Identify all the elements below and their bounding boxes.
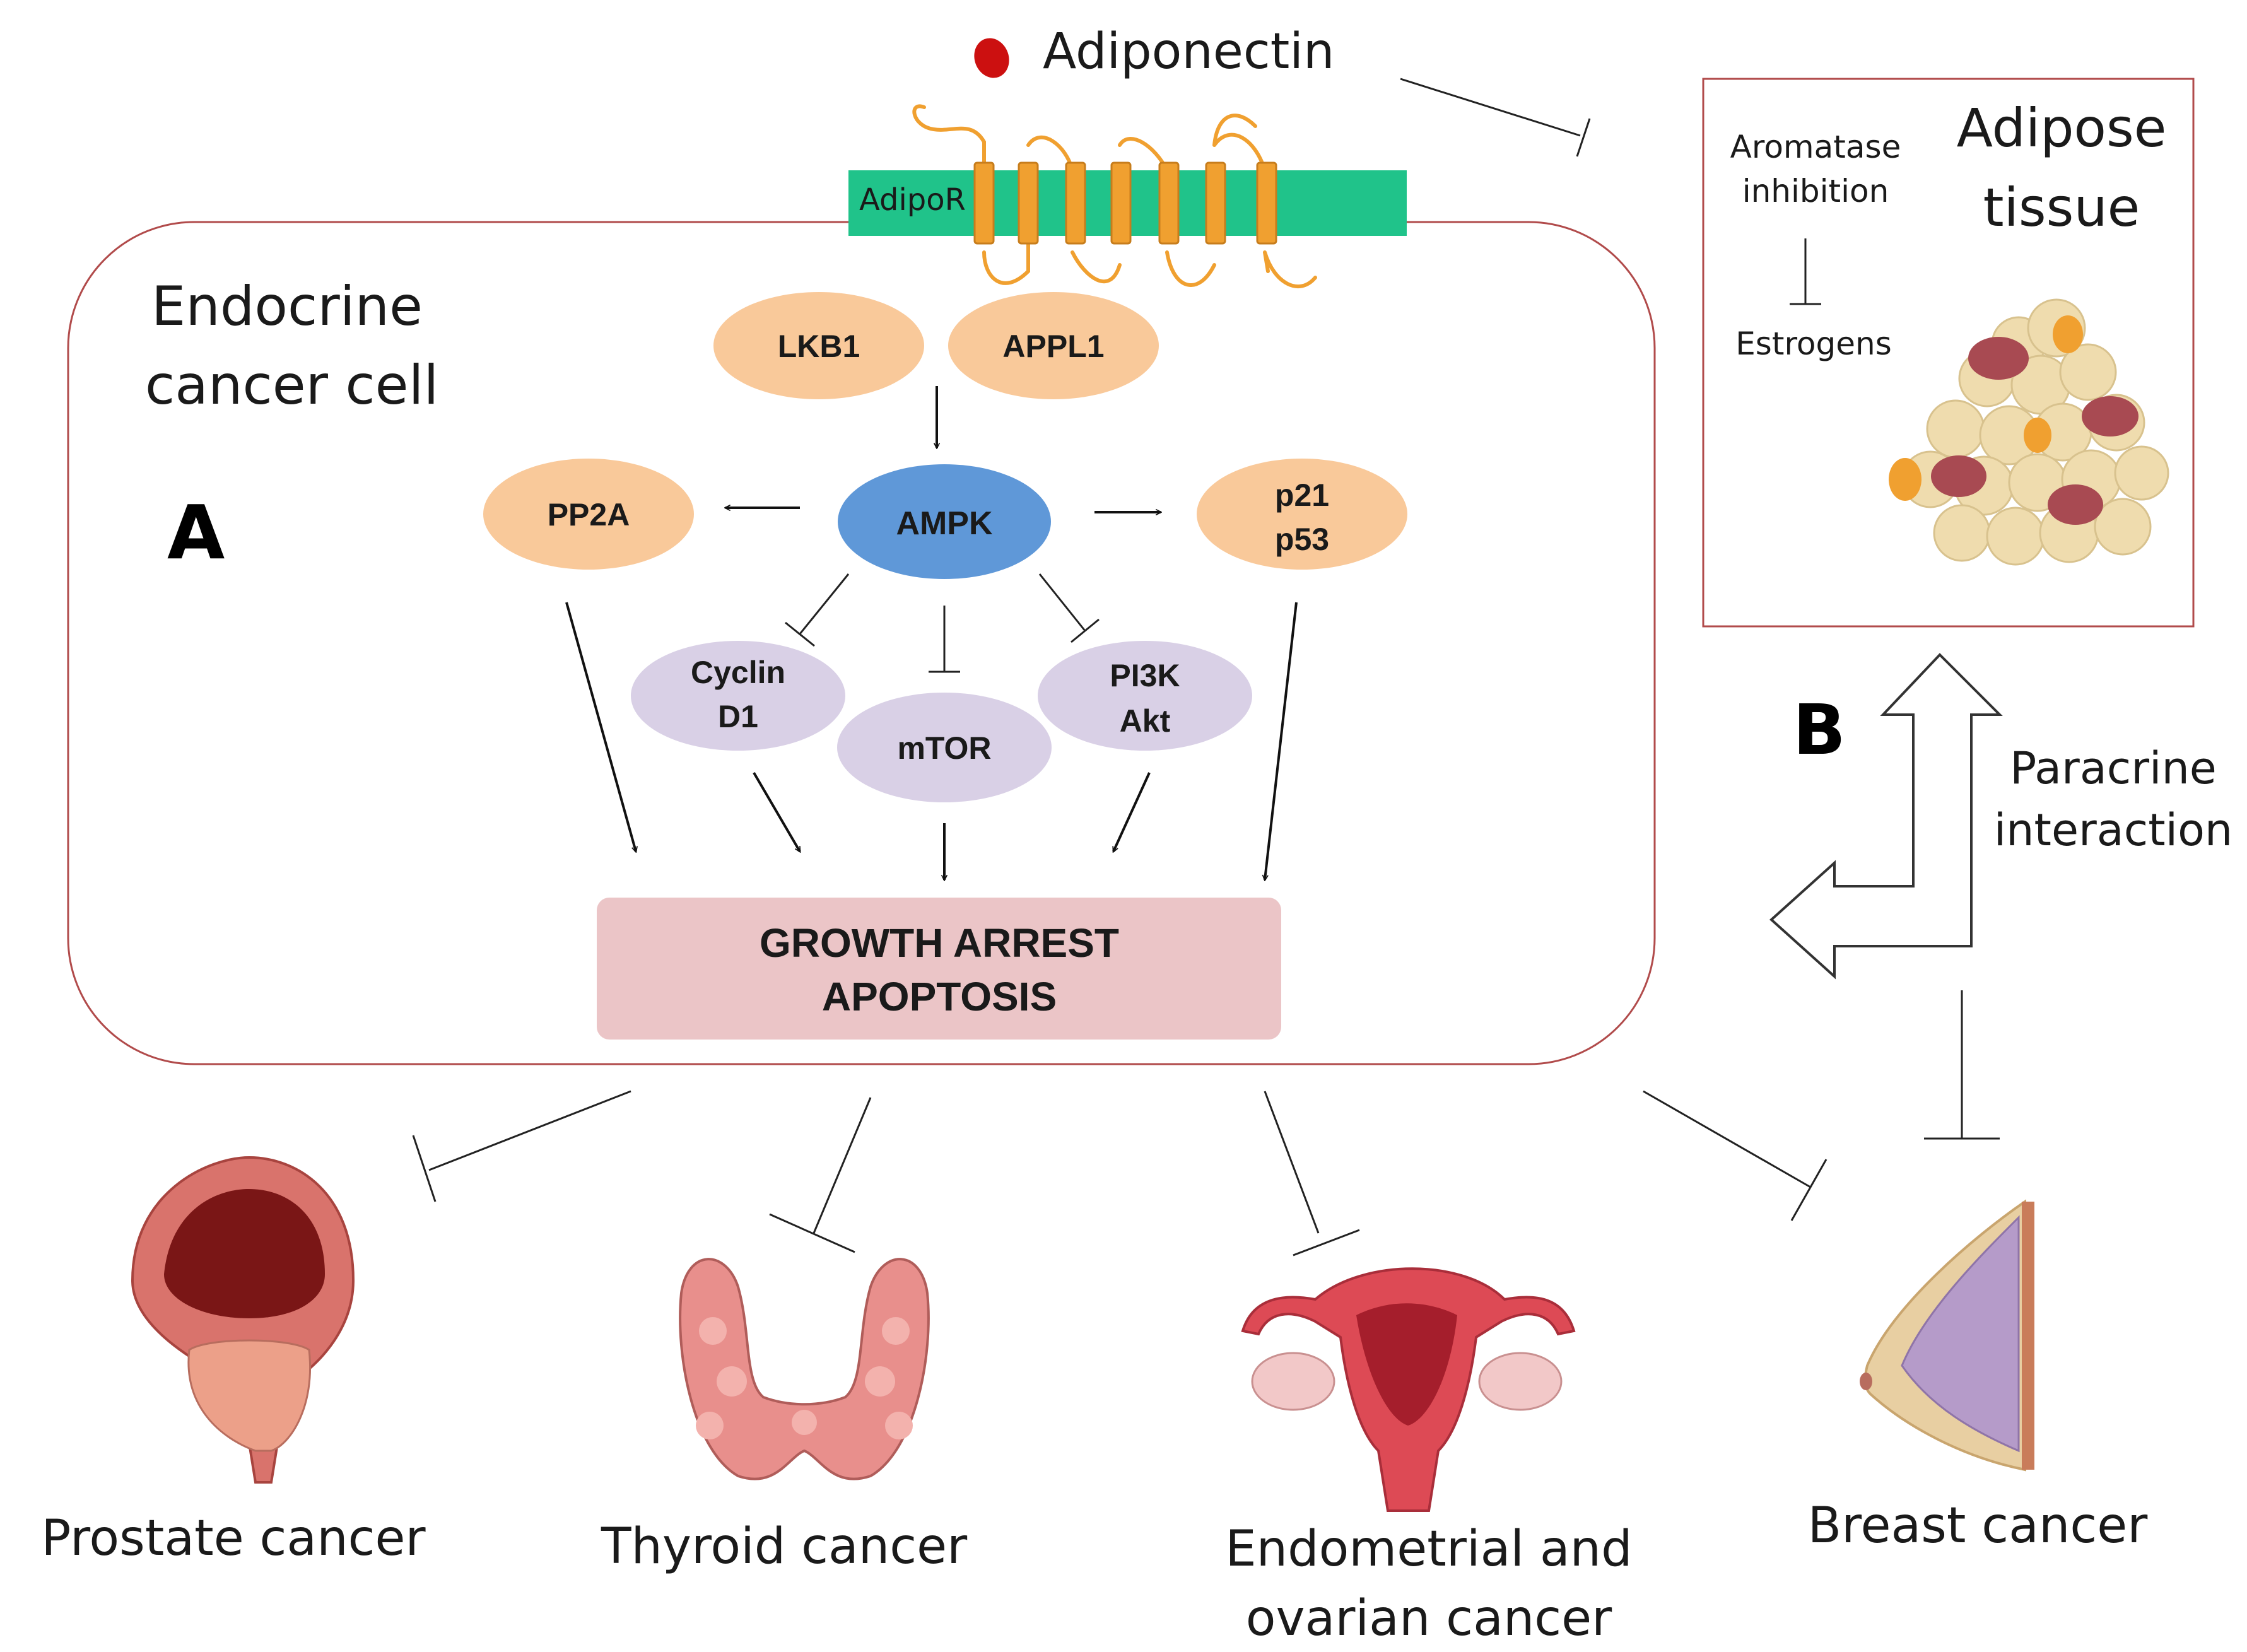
panel-label-b: B: [1793, 689, 1846, 770]
p21-label: p21: [1275, 477, 1329, 513]
thyroid-illustration: [679, 1258, 930, 1480]
adipor-receptor: AdipoR: [848, 104, 1407, 289]
cell-inhibits-prostate-bar: [412, 1135, 437, 1202]
adipose-tissue-illustration: [1889, 298, 2169, 566]
cell-inhibits-breast-bar: [1790, 1159, 1828, 1221]
cell-inhibits-thyroid-bar: [769, 1213, 855, 1253]
endometrial-cancer-label-line1: Endometrial and: [1225, 1521, 1632, 1578]
cell-inhibits-breast-line: [1643, 1090, 1811, 1188]
prostate-cancer-label: Prostate cancer: [41, 1510, 426, 1567]
cyclin-label-line1: Cyclin: [691, 655, 785, 690]
estrogens-label: Estrogens: [1735, 325, 1892, 362]
receptor-helix-5: [1158, 161, 1180, 245]
p21-to-outcome-arrow: [1265, 602, 1298, 880]
mtor-node: [837, 693, 1052, 802]
lkb1-node: [713, 292, 924, 399]
p53-label: p53: [1275, 522, 1329, 557]
cell-inhibits-thyroid-line: [813, 1097, 872, 1234]
cell-inhibits-endometrial-line: [1264, 1091, 1320, 1234]
growth-arrest-box: [597, 898, 1281, 1040]
endometrial-cancer-label-line2: ovarian cancer: [1246, 1590, 1612, 1647]
cell-title-line2: cancer cell: [145, 354, 438, 417]
uterus-ovaries-illustration: [1241, 1267, 1576, 1512]
breast-cancer-label: Breast cancer: [1808, 1497, 2149, 1554]
outcome-line2: APOPTOSIS: [822, 974, 1057, 1019]
paracrine-double-arrow: [1769, 653, 2003, 980]
adiponectin-molecule-icon: [974, 38, 1009, 78]
receptor-helix-1: [973, 161, 995, 245]
appl1-label: APPL1: [1002, 329, 1104, 364]
adipose-title-line2: tissue: [1983, 177, 2140, 238]
mtor-label: mTOR: [897, 730, 991, 766]
receptor-helix-2: [1018, 161, 1039, 245]
ampk-node: [838, 464, 1051, 579]
appl1-node: [948, 292, 1159, 399]
cyclin-d1-node: [631, 641, 845, 751]
ampk-inhibits-cyclin-line: [799, 573, 850, 635]
receptor-helix-6: [1205, 161, 1226, 245]
lkb1-label: LKB1: [778, 329, 860, 364]
pp2a-node: [483, 459, 694, 570]
ampk-inhibits-pi3k-line: [1038, 573, 1086, 631]
paracrine-label-line1: Paracrine: [2010, 742, 2217, 794]
pi3k-label: PI3K: [1110, 658, 1180, 693]
ampk-inhibits-pi3k-bar: [1071, 618, 1100, 643]
pi3k-akt-node: [1038, 641, 1252, 751]
cell-title-line1: Endocrine: [151, 275, 423, 338]
thyroid-cancer-label: Thyroid cancer: [601, 1518, 968, 1575]
cell-inhibits-prostate-line: [428, 1090, 631, 1171]
receptor-loop-strand: [912, 104, 1317, 289]
adipose-title-line1: Adipose: [1957, 97, 2167, 159]
akt-label: Akt: [1120, 703, 1171, 739]
p21-p53-node: [1197, 459, 1407, 570]
paracrine-label-line2: interaction: [1994, 804, 2233, 856]
ampk-inhibits-cyclin-bar: [785, 621, 815, 647]
adipose-tissue-box: [1702, 78, 2195, 628]
cell-inhibits-endometrial-bar: [1293, 1229, 1360, 1257]
pp2a-to-outcome-arrow: [565, 602, 636, 852]
adiponectin-inhibition-bar: [1576, 118, 1591, 157]
aromatase-label-line2: inhibition: [1742, 173, 1889, 209]
prostate-illustration: [131, 1156, 355, 1484]
pi3k-to-outcome-arrow: [1112, 772, 1151, 852]
pp2a-label: PP2A: [548, 497, 630, 532]
receptor-helix-3: [1065, 161, 1086, 245]
panel-label-a: A: [167, 489, 225, 576]
ampk-label: AMPK: [896, 505, 993, 542]
outcome-line1: GROWTH ARREST: [760, 920, 1119, 966]
receptor-helix-4: [1110, 161, 1132, 245]
breast-illustration: [1860, 1199, 2034, 1472]
adiponectin-label: Adiponectin: [1043, 23, 1334, 80]
aromatase-label-line1: Aromatase: [1730, 129, 1901, 165]
cyclin-label-line2: D1: [718, 699, 758, 734]
receptor-label: AdipoR: [859, 182, 966, 218]
cyclin-to-outcome-arrow: [753, 771, 801, 852]
receptor-helix-7: [1256, 161, 1277, 245]
adiponectin-inhibition-line: [1400, 78, 1581, 137]
